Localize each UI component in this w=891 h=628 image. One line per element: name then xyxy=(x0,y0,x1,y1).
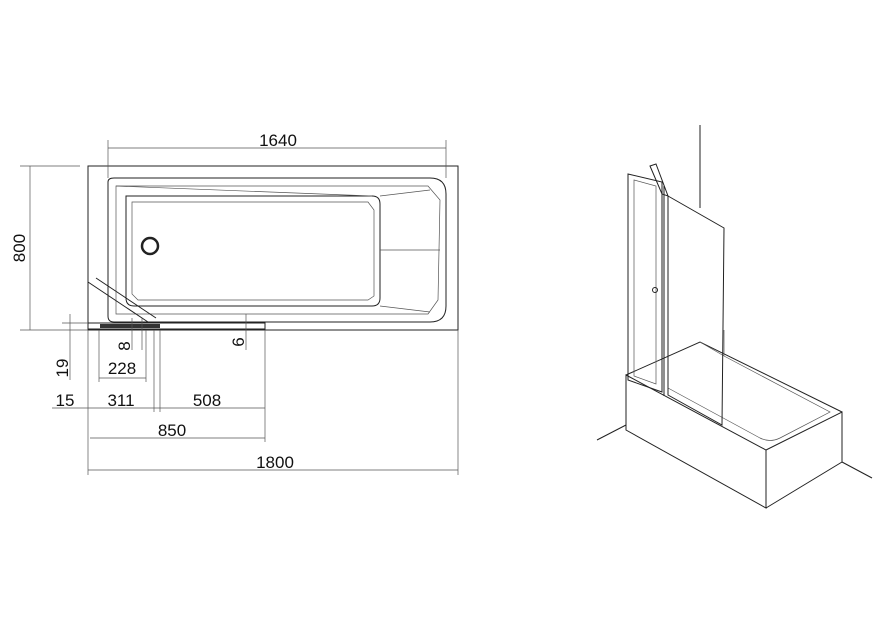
tub-rim xyxy=(107,177,447,323)
dimension-lines xyxy=(20,140,459,475)
fixed-panel xyxy=(627,173,663,393)
handle-icon xyxy=(652,287,658,293)
top-view xyxy=(87,165,459,331)
screen-profile xyxy=(87,322,266,330)
dim-19: 19 xyxy=(53,359,72,378)
dim-1800: 1800 xyxy=(256,453,294,472)
drain-icon xyxy=(140,236,160,256)
tub-outline xyxy=(87,165,459,331)
dim-1640: 1640 xyxy=(259,131,297,150)
tub-side-face xyxy=(765,411,843,509)
hinged-panel xyxy=(667,195,725,426)
perspective-view xyxy=(596,125,873,509)
dim-508: 508 xyxy=(193,391,221,410)
dim-800: 800 xyxy=(10,234,29,262)
hinge-arm xyxy=(649,163,669,197)
dim-228: 228 xyxy=(108,359,136,378)
tub-basin xyxy=(125,195,381,307)
dim-15: 15 xyxy=(56,391,75,410)
dim-8: 8 xyxy=(115,341,134,350)
dim-850: 850 xyxy=(158,421,186,440)
dim-6: 6 xyxy=(229,337,248,346)
hinged-panel-top xyxy=(87,277,157,323)
dim-311: 311 xyxy=(107,391,134,410)
tub-front-face xyxy=(625,374,767,509)
